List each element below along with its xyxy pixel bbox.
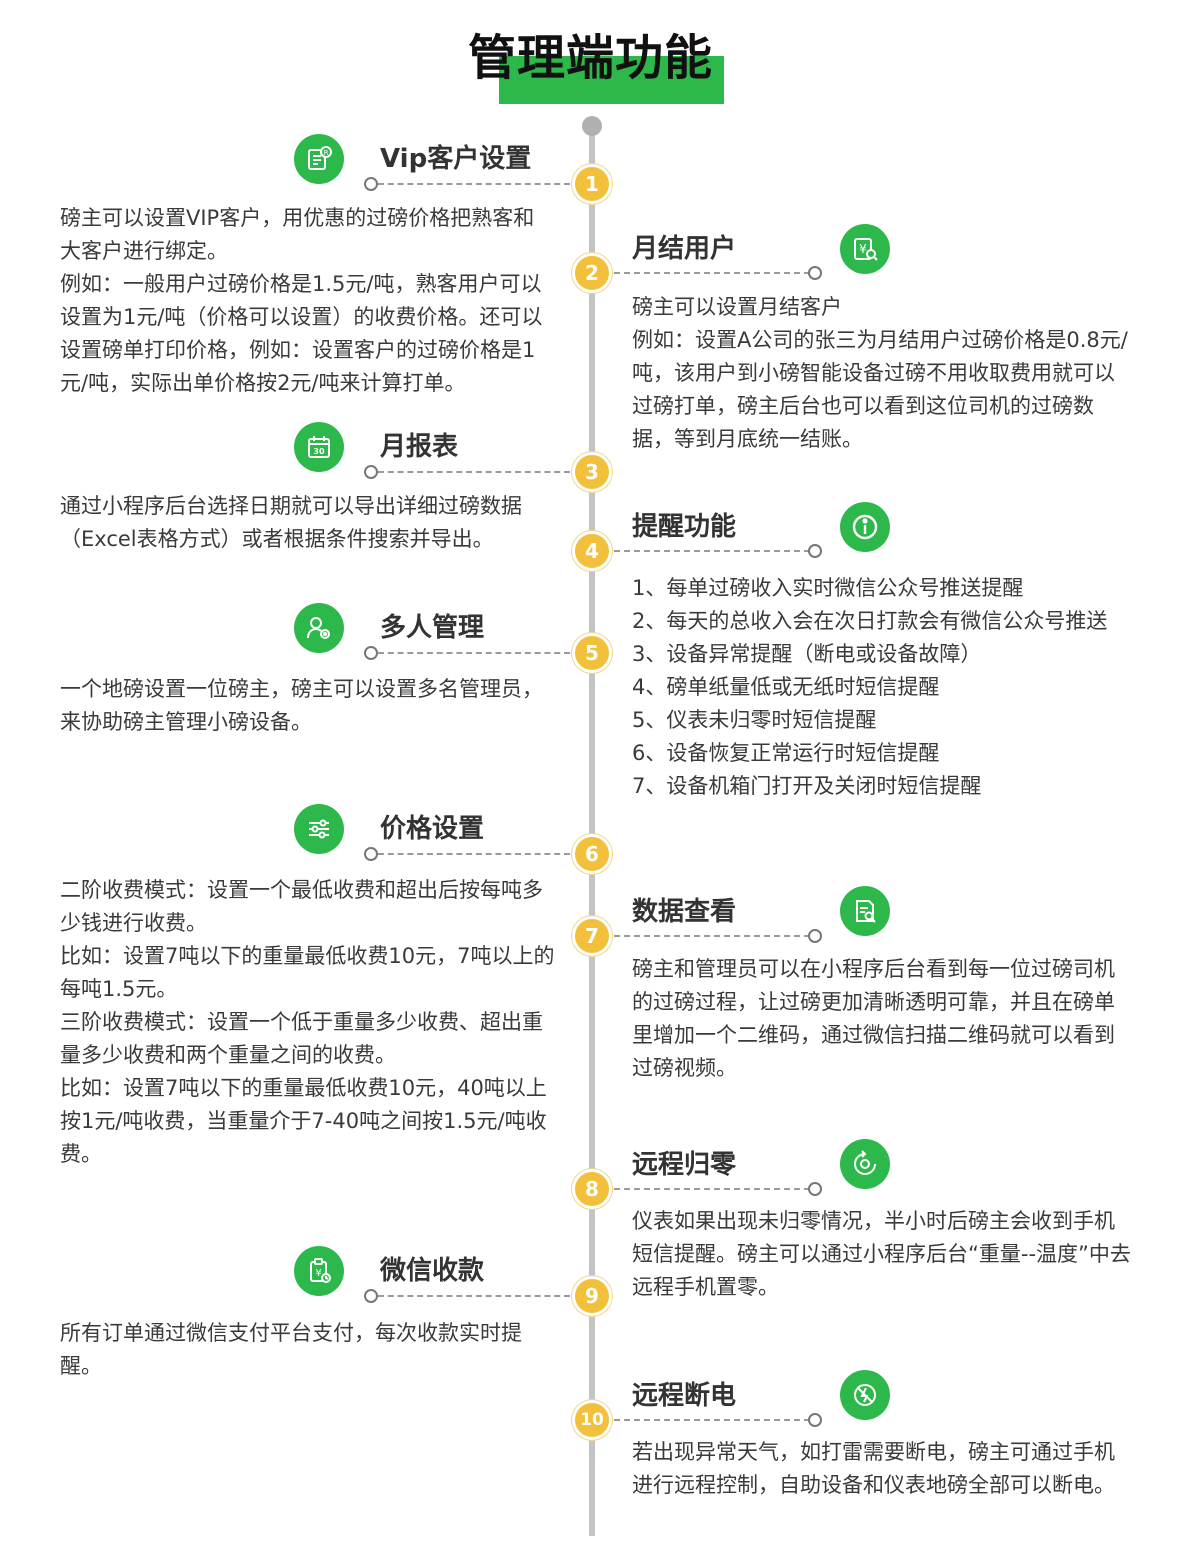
info-icon [840, 502, 890, 552]
connector-line [378, 652, 570, 654]
body-line: 三阶收费模式：设置一个低于重量多少收费、超出重量多少收费和两个重量之间的收费。 [60, 1010, 543, 1067]
body-line: 7、设备机箱门打开及关闭时短信提醒 [632, 774, 982, 798]
body-line: 一个地磅设置一位磅主，磅主可以设置多名管理员，来协助磅主管理小磅设备。 [60, 677, 543, 734]
body-line: 所有订单通过微信支付平台支付，每次收款实时提醒。 [60, 1321, 522, 1378]
body-line: 4、磅单纸量低或无纸时短信提醒 [632, 675, 940, 699]
step-badge: 1 [572, 164, 612, 204]
yuan-search-icon: ¥ [840, 224, 890, 274]
body-line: 2、每天的总收入会在次日打款会有微信公众号推送 [632, 609, 1108, 633]
item-title-monthly-user: 月结用户 [632, 234, 737, 264]
sliders-icon [294, 804, 344, 854]
body-line: 磅主可以设置月结客户 [632, 295, 842, 319]
connector-end [808, 1182, 822, 1196]
item-body-wechat-payment: 所有订单通过微信支付平台支付，每次收款实时提醒。 [60, 1317, 555, 1383]
item-body-monthly-report: 通过小程序后台选择日期就可以导出详细过磅数据（Excel表格方式）或者根据条件搜… [60, 490, 555, 556]
connector-end [364, 1289, 378, 1303]
body-line: 例如：一般用户过磅价格是1.5元/吨，熟客用户可以设置为1元/吨（价格可以设置）… [60, 272, 543, 395]
svg-text:R: R [324, 149, 329, 157]
title-highlight-bar [499, 56, 724, 104]
step-badge: 4 [572, 531, 612, 571]
connector-end [364, 646, 378, 660]
page-header: 管理端功能 [0, 28, 1181, 108]
body-line: 例如：设置A公司的张三为月结用户过磅价格是0.8元/吨，该用户到小磅智能设备过磅… [632, 328, 1128, 451]
body-line: 磅主可以设置VIP客户，用优惠的过磅价格把熟客和大客户进行绑定。 [60, 206, 535, 263]
power-off-icon [840, 1370, 890, 1420]
body-line: 比如：设置7吨以下的重量最低收费10元，40吨以上按1元/吨收费，当重量介于7-… [60, 1076, 547, 1166]
connector-line [614, 550, 810, 552]
connector-line [614, 1419, 810, 1421]
item-body-vip: 磅主可以设置VIP客户，用优惠的过磅价格把熟客和大客户进行绑定。 例如：一般用户… [60, 202, 555, 400]
timeline-start-dot [582, 116, 602, 136]
vip-document-icon: R [294, 134, 344, 184]
document-search-icon [840, 886, 890, 936]
item-title-wechat-payment: 微信收款 [380, 1256, 485, 1286]
item-title-monthly-report: 月报表 [380, 432, 459, 462]
item-body-monthly-user: 磅主可以设置月结客户 例如：设置A公司的张三为月结用户过磅价格是0.8元/吨，该… [632, 291, 1132, 456]
item-body-data-view: 磅主和管理员可以在小程序后台看到每一位过磅司机的过磅过程，让过磅更加清晰透明可靠… [632, 953, 1132, 1085]
body-line: 5、仪表未归零时短信提醒 [632, 708, 877, 732]
svg-text:¥: ¥ [315, 1268, 321, 1279]
item-title-price-setting: 价格设置 [380, 814, 485, 844]
item-title-vip: Vip客户设置 [380, 144, 532, 174]
calendar-icon: 30 [294, 422, 344, 472]
item-body-remote-zero: 仪表如果出现未归零情况，半小时后磅主会收到手机短信提醒。磅主可以通过小程序后台“… [632, 1205, 1132, 1304]
item-body-multi-admin: 一个地磅设置一位磅主，磅主可以设置多名管理员，来协助磅主管理小磅设备。 [60, 673, 555, 739]
connector-end [808, 544, 822, 558]
body-line: 磅主和管理员可以在小程序后台看到每一位过磅司机的过磅过程，让过磅更加清晰透明可靠… [632, 957, 1115, 1080]
item-title-reminder: 提醒功能 [632, 512, 737, 542]
body-line: 二阶收费模式：设置一个最低收费和超出后按每吨多少钱进行收费。 [60, 878, 543, 935]
item-body-remote-power-off: 若出现异常天气，如打雷需要断电，磅主可通过手机进行远程控制，自助设备和仪表地磅全… [632, 1436, 1132, 1502]
connector-end [808, 929, 822, 943]
step-badge: 8 [572, 1169, 612, 1209]
step-badge: 10 [572, 1400, 612, 1440]
item-body-price-setting: 二阶收费模式：设置一个最低收费和超出后按每吨多少钱进行收费。 比如：设置7吨以下… [60, 874, 555, 1171]
connector-end [808, 266, 822, 280]
connector-line [614, 272, 810, 274]
calendar-day: 30 [313, 447, 325, 456]
body-line: 通过小程序后台选择日期就可以导出详细过磅数据（Excel表格方式）或者根据条件搜… [60, 494, 522, 551]
body-line: 3、设备异常提醒（断电或设备故障） [632, 642, 982, 666]
connector-end [364, 847, 378, 861]
connector-end [364, 177, 378, 191]
svg-text:¥: ¥ [859, 242, 867, 256]
body-line: 比如：设置7吨以下的重量最低收费10元，7吨以上的每吨1.5元。 [60, 944, 555, 1001]
body-line: 若出现异常天气，如打雷需要断电，磅主可通过手机进行远程控制，自助设备和仪表地磅全… [632, 1440, 1115, 1497]
body-line: 6、设备恢复正常运行时短信提醒 [632, 741, 940, 765]
connector-line [378, 471, 570, 473]
connector-line [378, 1295, 570, 1297]
connector-line [614, 1188, 810, 1190]
connector-end [364, 465, 378, 479]
connector-line [614, 935, 810, 937]
step-badge: 7 [572, 916, 612, 956]
user-gear-icon [294, 603, 344, 653]
step-badge: 3 [572, 452, 612, 492]
payment-clipboard-icon: ¥ [294, 1246, 344, 1296]
item-title-remote-zero: 远程归零 [632, 1150, 737, 1180]
step-badge: 6 [572, 834, 612, 874]
item-title-remote-power-off: 远程断电 [632, 1381, 737, 1411]
body-line: 仪表如果出现未归零情况，半小时后磅主会收到手机短信提醒。磅主可以通过小程序后台“… [632, 1209, 1131, 1299]
connector-line [378, 183, 570, 185]
step-badge: 5 [572, 633, 612, 673]
step-badge: 2 [572, 253, 612, 293]
reset-circle-icon [840, 1139, 890, 1189]
item-title-multi-admin: 多人管理 [380, 613, 485, 643]
item-title-data-view: 数据查看 [632, 897, 737, 927]
connector-line [378, 853, 570, 855]
timeline-axis [589, 128, 595, 1536]
connector-end [808, 1413, 822, 1427]
item-body-reminder: 1、每单过磅收入实时微信公众号推送提醒 2、每天的总收入会在次日打款会有微信公众… [632, 572, 1132, 803]
page-title: 管理端功能 [467, 30, 713, 86]
step-badge: 9 [572, 1276, 612, 1316]
body-line: 1、每单过磅收入实时微信公众号推送提醒 [632, 576, 1024, 600]
